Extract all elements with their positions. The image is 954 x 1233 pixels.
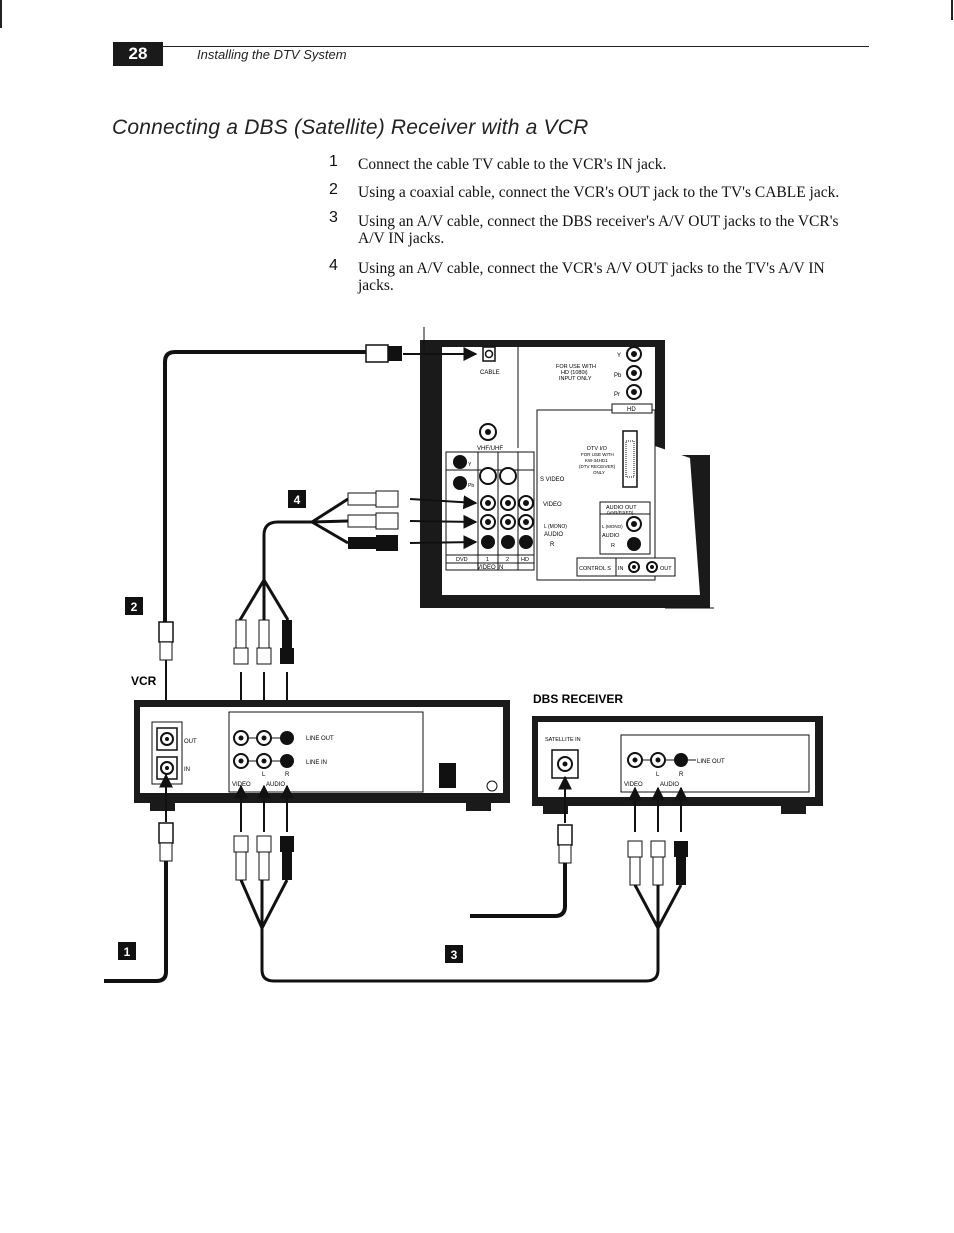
vcr-line-out-jacks: [233, 730, 294, 746]
callout-3-number: 3: [451, 948, 458, 962]
dbs-receiver-unit: SATELLITE IN LINE OUT L R VIDEO AUDIO: [532, 716, 823, 814]
av-plugs-vcr-in: [233, 835, 294, 881]
tv-input-2-label: 2: [506, 557, 509, 563]
dbs-video-label: VIDEO: [624, 782, 643, 788]
tv-av-input-jacks: [453, 455, 534, 549]
tv-control-out-label: OUT: [660, 566, 672, 572]
page-edge-right: [951, 0, 953, 20]
tv-cable-label: CABLE: [480, 370, 500, 376]
tv-audio-label: AUDIO: [544, 532, 563, 538]
vcr-line-in-jacks: [233, 753, 294, 769]
av-plugs-vcr-out: [233, 619, 294, 665]
tv-video-label: VIDEO: [543, 502, 562, 508]
page-number: 28: [113, 42, 163, 66]
coax-cable-in-vcr: [104, 773, 174, 983]
step-text: Using an A/V cable, connect the VCR's A/…: [358, 260, 825, 294]
tv-s-video-label: S VIDEO: [540, 477, 565, 483]
tv-pb-in-label: Pb: [468, 483, 474, 489]
av-cable-vcr-to-tv: [238, 497, 349, 621]
tv-dtv-io-port: [622, 430, 638, 488]
vcr-in-label: IN: [184, 767, 190, 773]
tv-pr-label: Pr: [614, 392, 620, 398]
tv-input-1-label: 1: [486, 557, 489, 563]
vcr-line-in-label: LINE IN: [306, 760, 327, 766]
tv-hd-label: HD: [627, 407, 636, 413]
av-plugs-tv-side: [347, 490, 399, 551]
running-title: Installing the DTV System: [197, 47, 347, 62]
step-number: 2: [329, 181, 338, 198]
step-number: 1: [329, 153, 338, 170]
callout-1: 1: [118, 942, 136, 960]
callout-3: 3: [445, 945, 463, 963]
callout-4-number: 4: [294, 493, 301, 507]
tv-input-only-label: INPUT ONLY: [559, 376, 592, 382]
step-text: Using an A/V cable, connect the DBS rece…: [358, 213, 839, 247]
tv-back-panel: CABLE VHF/UHF FOR USE WITH HD (1080i) IN…: [420, 340, 714, 609]
av-cable-dbs-to-vcr: [239, 879, 683, 983]
tv-dtv-for-use-label: FOR USE WITH: [581, 452, 614, 457]
tv-varfixed-label: (VAR/FIXED): [607, 510, 634, 515]
tv-audio-out-label: AUDIO OUT: [606, 505, 637, 511]
tv-audio-out-r-label: R: [611, 543, 615, 549]
coax-plug-tv: [365, 344, 402, 363]
av-plugs-dbs-out: [627, 840, 688, 886]
step-text: Connect the cable TV cable to the VCR's …: [358, 156, 667, 173]
tv-for-use-with-label: FOR USE WITH: [556, 364, 596, 370]
tv-control-in-label: IN: [618, 566, 624, 572]
tv-l-mono-label: L (MONO): [544, 524, 567, 530]
callout-4: 4: [288, 490, 306, 508]
vcr-label: VCR: [131, 674, 157, 688]
satellite-coax-cable: [470, 775, 573, 918]
tv-r-label: R: [550, 542, 555, 548]
tv-y-in-label: Y: [468, 462, 472, 468]
dbs-satellite-in-label: SATELLITE IN: [545, 737, 581, 743]
tv-dtv-only-label: ONLY: [593, 470, 605, 475]
tv-video-in-label: VIDEO IN: [477, 565, 503, 571]
tv-pb-label: Pb: [614, 373, 622, 379]
coax-cable-vcr-to-tv: [163, 347, 478, 640]
vcr-audio-label: AUDIO: [266, 782, 285, 788]
callout-2-number: 2: [131, 600, 138, 614]
tv-audio-out-audio-label: AUDIO: [602, 533, 620, 539]
dbs-l-label: L: [656, 772, 660, 778]
tv-y-label: Y: [617, 353, 621, 359]
vcr-unit: OUT IN LINE OUT LINE IN L R VIDEO AUDIO: [134, 700, 510, 811]
vcr-out-label: OUT: [184, 739, 197, 745]
vcr-r-label: R: [285, 772, 290, 778]
tv-dtv-io-label: DTV I/O: [587, 446, 608, 452]
dbs-line-out-label: LINE OUT: [697, 759, 725, 765]
step-number: 4: [329, 257, 338, 274]
coax-plug-vcr-top: [158, 621, 174, 724]
dbs-audio-label: AUDIO: [660, 782, 679, 788]
section-title: Connecting a DBS (Satellite) Receiver wi…: [112, 116, 589, 139]
tv-audio-out-r-jack: [627, 537, 641, 551]
tv-dtv-receiver-label: (DTV RECEIVER): [579, 464, 616, 469]
callout-2: 2: [125, 597, 143, 615]
tv-audio-out-l-label: L (MONO): [602, 524, 623, 529]
step-number: 3: [329, 209, 338, 226]
tv-control-s-label: CONTROL S: [579, 566, 611, 572]
page-edge-left: [0, 0, 2, 28]
vcr-line-out-label: LINE OUT: [306, 736, 334, 742]
tv-input-hd-label: HD: [521, 557, 529, 563]
tv-dtv-model-label: KW-34HD1: [585, 458, 608, 463]
dbs-line-out-jacks: [627, 752, 696, 768]
dbs-r-label: R: [679, 772, 684, 778]
tv-cable-jack: [482, 346, 496, 362]
header-rule: [163, 46, 869, 47]
callout-1-number: 1: [124, 945, 131, 959]
step-text: Using a coaxial cable, connect the VCR's…: [358, 184, 840, 201]
dbs-receiver-label: DBS RECEIVER: [533, 692, 623, 706]
tv-vhf-uhf-label: VHF/UHF: [477, 446, 503, 452]
tv-dvd-label: DVD: [456, 557, 468, 563]
vcr-l-label: L: [262, 772, 266, 778]
tv-hd-1080i-label: HD (1080i): [561, 370, 588, 376]
